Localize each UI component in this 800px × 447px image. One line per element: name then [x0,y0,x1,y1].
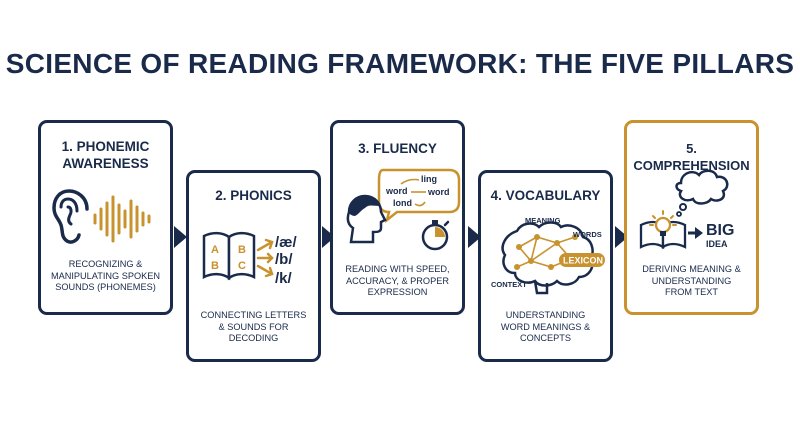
pillar-title: 5. COMPREHENSION [633,141,750,173]
pillar-card-vocabulary: 4. VOCABULARY MEANING WORDS LEXICON CONT… [478,170,613,362]
page-title: SCIENCE OF READING FRAMEWORK: THE FIVE P… [5,48,795,79]
brain-label-meaning: MEANING [525,216,561,225]
flow-arrow-1 [174,226,187,248]
flow-arrow-3 [468,226,481,248]
brain-label-words: WORDS [573,230,602,239]
pillar-card-comprehension: 5. COMPREHENSION BIG IDEA DERIVING MEANI… [624,120,759,315]
book-letter: B [238,244,246,256]
sound-k: /k/ [275,270,293,287]
head-stopwatch-icon: ling word word lond [346,168,461,251]
bubble-word: ling [421,174,437,184]
bubble-word: lond [393,198,412,208]
brain-network-icon: MEANING WORDS LEXICON CONTEXT [491,216,605,295]
pillar-card-phonics: 2. PHONICS A B B C /æ/ /b/ /k/ CONNECTIN… [186,170,321,362]
book-letter: C [238,260,246,272]
book-letter: A [211,244,219,256]
pillar-description: RECOGNIZING & MANIPULATING SPOKEN SOUNDS… [50,259,161,292]
sound-ae: /æ/ [275,234,298,251]
pillar-title: 4. VOCABULARY [490,188,601,203]
abc-book-icon: A B B C /æ/ /b/ /k/ [202,231,298,287]
pillar-description: CONNECTING LETTERS & SOUNDS FOR DECODING [200,310,307,343]
pillar-description: READING WITH SPEED, ACCURACY, & PROPER E… [345,264,450,297]
bubble-word: word [385,186,408,196]
pillar-card-phonemic-awareness: 1. PHONEMIC AWARENESS RECOGNIZING & MANI… [38,120,173,315]
brain-label-lexicon: LEXICON [563,256,603,266]
pillar-card-fluency: 3. FLUENCY ling word word lond READING W… [330,120,465,315]
sound-b: /b/ [275,251,293,268]
pillar-title: 1. PHONEMIC AWARENESS [61,139,150,171]
pillar-description: DERIVING MEANING & UNDERSTANDING FROM TE… [642,264,741,297]
pillar-title: 2. PHONICS [215,188,292,203]
pillar-description: UNDERSTANDING WORD MEANINGS & CONCEPTS [500,310,591,343]
book-letter: B [211,260,219,272]
pillar-title: 3. FLUENCY [358,141,437,156]
book-bulb-big-idea-icon: BIG IDEA [639,169,734,250]
bubble-word: word [427,187,450,197]
ear-soundwave-icon [52,189,151,244]
big-label: BIG [706,222,734,239]
idea-label: IDEA [706,239,728,249]
brain-label-context: CONTEXT [491,280,527,289]
